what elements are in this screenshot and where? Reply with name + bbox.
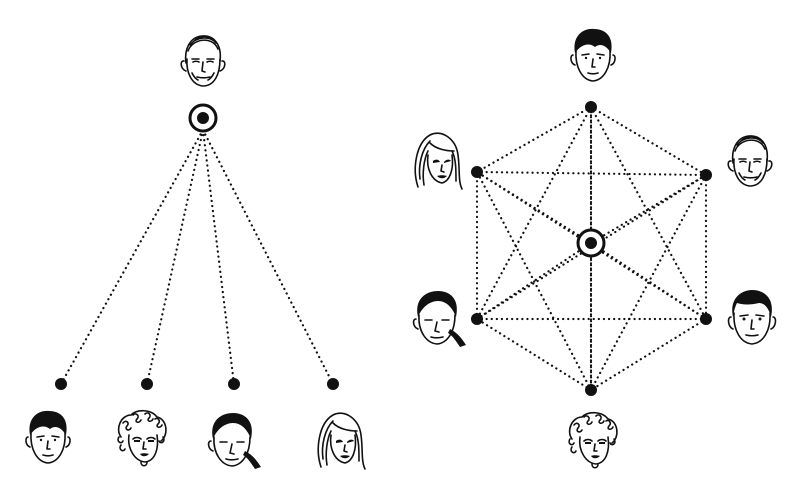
mesh-link (475, 105, 593, 321)
hub-link (201, 128, 236, 386)
network-node (585, 101, 597, 113)
mesh-link (589, 317, 708, 392)
network-node (471, 166, 483, 178)
long-hair-woman-portrait-icon (414, 132, 463, 190)
central-hub-node (188, 103, 218, 133)
hub-link (201, 128, 335, 386)
mesh-link (475, 317, 593, 392)
hub-link (59, 128, 205, 386)
mesh-links (475, 105, 708, 392)
network-node (471, 313, 483, 325)
mesh-link (589, 105, 708, 177)
mesh-link (475, 105, 593, 174)
centralized-links (59, 128, 335, 386)
long-hair-woman-portrait-icon (317, 412, 366, 470)
network-node (228, 378, 240, 390)
center-link (589, 241, 708, 321)
peripheral-nodes (55, 378, 339, 390)
people-portraits (25, 35, 366, 470)
network-node (327, 378, 339, 390)
curly-hair-woman-portrait-icon (568, 411, 618, 469)
short-hair-man-portrait-icon (570, 28, 616, 82)
hub-link (145, 128, 205, 386)
mesh-link (589, 105, 708, 321)
distributed-network-diagram (412, 28, 777, 469)
hub-target-icon (188, 103, 218, 133)
network-node (585, 384, 597, 396)
centralized-network-diagram (25, 35, 366, 470)
ponytail-man-portrait-icon (207, 412, 262, 470)
mesh-link (589, 173, 708, 392)
center-link (589, 173, 708, 245)
hub-target-icon (576, 228, 606, 258)
network-node (700, 169, 712, 181)
curly-hair-woman-portrait-icon (117, 409, 167, 467)
center-link (475, 170, 593, 245)
network-node (700, 313, 712, 325)
network-node (141, 378, 153, 390)
mesh-nodes (471, 101, 712, 396)
older-man-portrait-icon (180, 35, 226, 87)
network-node (55, 378, 67, 390)
ponytail-man-portrait-icon (412, 290, 467, 348)
short-hair-man-portrait-icon (25, 410, 71, 464)
mesh-center-marker (576, 228, 606, 258)
older-man-portrait-icon (727, 135, 773, 187)
mesh-link (475, 173, 708, 321)
mesh-link (475, 170, 593, 392)
dark-hair-boy-portrait-icon (727, 289, 777, 345)
